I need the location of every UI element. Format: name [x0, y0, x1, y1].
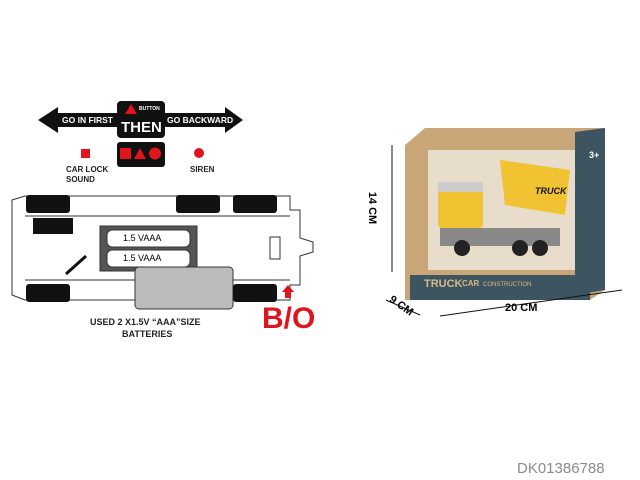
square-button-icon	[120, 148, 131, 159]
truck-dumper	[500, 160, 570, 215]
width-label: 20 CM	[505, 302, 538, 314]
triangle-button-icon	[134, 148, 146, 159]
button-label: BUTTON	[139, 106, 160, 112]
wheels	[26, 195, 277, 302]
siren-label: SIREN	[190, 165, 215, 174]
then-label: THEN	[121, 119, 162, 136]
car-lock-sound-label: CAR LOCK SOUND	[66, 165, 109, 184]
height-label: 14 CM	[366, 191, 379, 225]
screwdriver-icon	[64, 254, 88, 276]
bo-label: B/O	[262, 302, 316, 335]
package-brand: TRUCK	[424, 278, 463, 290]
truck-text: TRUCK	[535, 186, 567, 196]
package-box	[405, 128, 605, 300]
arrow-up-icon	[282, 285, 294, 298]
go-backward-label: GO BACKWARD	[167, 115, 234, 125]
go-in-first-label: GO IN FIRST	[62, 115, 113, 125]
battery-2-label: 1.5 VAAA	[123, 253, 162, 263]
item-code: DK01386788	[517, 460, 605, 477]
battery-note: USED 2 X1.5V “AAA”SIZE	[90, 317, 201, 327]
battery-1-label: 1.5 VAAA	[123, 233, 162, 243]
age-label: 3+	[589, 150, 600, 160]
package-subtitle: CONSTRUCTION	[483, 282, 532, 288]
chassis-drawing	[11, 195, 314, 310]
circle-button-icon	[149, 147, 161, 160]
battery-note-line2: BATTERIES	[122, 329, 173, 339]
truck-cab	[438, 188, 483, 228]
siren-circle-icon	[194, 148, 204, 158]
car-lock-square-icon	[81, 149, 90, 158]
triangle-icon	[125, 104, 137, 114]
dimension-lines	[385, 145, 623, 317]
package-brand-suffix: CAR	[462, 279, 480, 288]
